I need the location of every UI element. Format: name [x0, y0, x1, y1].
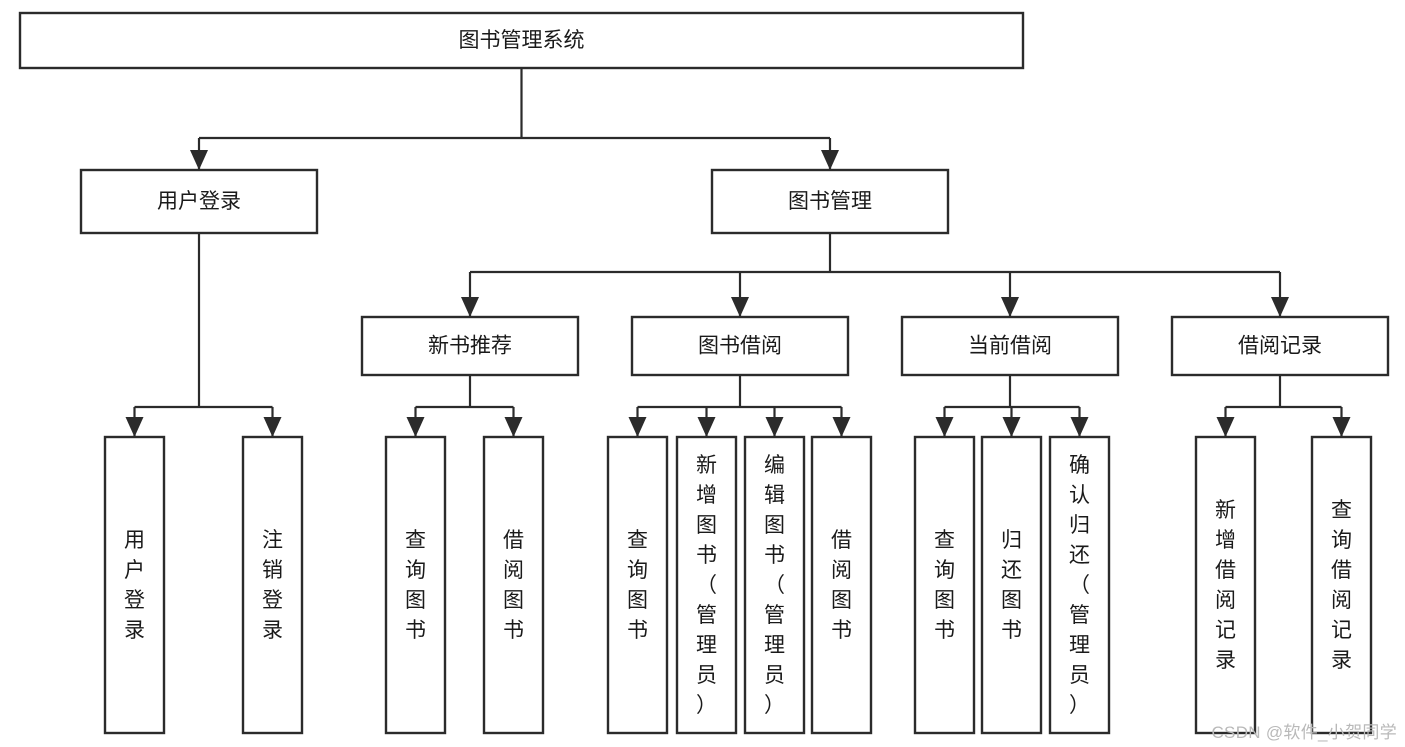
node-label: 用户登录 — [124, 529, 145, 642]
node-user-login[interactable]: 用户登录 — [79, 168, 319, 235]
node-box[interactable] — [1170, 315, 1390, 377]
arrow-head-icon — [731, 297, 749, 317]
node-box[interactable] — [1310, 435, 1373, 735]
node-label: 新增图书（管理员） — [696, 454, 717, 717]
node-leaf-confirm-return[interactable]: 确认归还（管理员） — [1048, 435, 1111, 735]
connector-layer — [125, 68, 1351, 437]
arrow-head-icon — [697, 417, 716, 437]
node-leaf-return-book[interactable]: 归还图书 — [980, 435, 1043, 735]
arrow-head-icon — [832, 417, 851, 437]
node-leaf-add-record[interactable]: 新增借阅记录 — [1194, 435, 1257, 735]
arrow-head-icon — [765, 417, 784, 437]
node-label: 查询图书 — [405, 529, 426, 642]
arrow-head-icon — [1001, 297, 1019, 317]
node-leaf-query-book-2[interactable]: 查询图书 — [606, 435, 669, 735]
node-label: 新增借阅记录 — [1215, 499, 1236, 672]
node-box[interactable] — [18, 11, 1025, 70]
arrow-head-icon — [461, 297, 479, 317]
arrow-head-icon — [935, 417, 954, 437]
node-leaf-logout[interactable]: 注销登录 — [241, 435, 304, 735]
node-leaf-user-login[interactable]: 用户登录 — [103, 435, 166, 735]
node-box[interactable] — [360, 315, 580, 377]
node-label: 当前借阅 — [968, 335, 1052, 358]
node-book-manage[interactable]: 图书管理 — [710, 168, 950, 235]
node-label: 编辑图书（管理员） — [764, 454, 785, 717]
node-leaf-query-book-3[interactable]: 查询图书 — [913, 435, 976, 735]
node-label: 注销登录 — [262, 529, 283, 642]
node-label: 借阅图书 — [831, 529, 852, 642]
node-box[interactable] — [241, 435, 304, 735]
node-box[interactable] — [980, 435, 1043, 735]
node-leaf-borrow-book-2[interactable]: 借阅图书 — [810, 435, 873, 735]
arrow-head-icon — [1271, 297, 1289, 317]
node-box[interactable] — [79, 168, 319, 235]
arrow-head-icon — [1216, 417, 1235, 437]
node-leaf-add-book[interactable]: 新增图书（管理员） — [675, 435, 738, 735]
node-box[interactable] — [810, 435, 873, 735]
node-box[interactable] — [630, 315, 850, 377]
node-layer: 图书管理系统用户登录图书管理新书推荐图书借阅当前借阅借阅记录用户登录注销登录查询… — [18, 11, 1390, 735]
node-label: 查询图书 — [934, 529, 955, 642]
arrow-head-icon — [504, 417, 523, 437]
node-label: 借阅图书 — [503, 529, 524, 642]
arrow-head-icon — [1070, 417, 1089, 437]
node-box[interactable] — [913, 435, 976, 735]
node-box[interactable] — [1194, 435, 1257, 735]
node-label: 借阅记录 — [1238, 335, 1322, 358]
node-label: 图书借阅 — [698, 335, 782, 358]
node-leaf-query-record[interactable]: 查询借阅记录 — [1310, 435, 1373, 735]
node-box[interactable] — [103, 435, 166, 735]
node-borrow-record[interactable]: 借阅记录 — [1170, 315, 1390, 377]
node-label: 归还图书 — [1001, 529, 1022, 642]
arrow-head-icon — [1332, 417, 1351, 437]
arrow-head-icon — [190, 150, 208, 170]
node-box[interactable] — [384, 435, 447, 735]
arrow-head-icon — [406, 417, 425, 437]
arrow-head-icon — [821, 150, 839, 170]
node-label: 查询借阅记录 — [1331, 499, 1352, 672]
node-leaf-query-book-1[interactable]: 查询图书 — [384, 435, 447, 735]
node-label: 新书推荐 — [428, 335, 512, 358]
node-box[interactable] — [743, 435, 806, 735]
node-box[interactable] — [900, 315, 1120, 377]
node-label: 图书管理系统 — [459, 29, 585, 52]
node-box[interactable] — [675, 435, 738, 735]
node-box[interactable] — [482, 435, 545, 735]
arrow-head-icon — [125, 417, 144, 437]
node-label: 查询图书 — [627, 529, 648, 642]
node-label: 确认归还（管理员） — [1069, 454, 1090, 717]
node-book-borrow[interactable]: 图书借阅 — [630, 315, 850, 377]
node-box[interactable] — [710, 168, 950, 235]
node-leaf-edit-book[interactable]: 编辑图书（管理员） — [743, 435, 806, 735]
node-leaf-borrow-book-1[interactable]: 借阅图书 — [482, 435, 545, 735]
node-current-borrow[interactable]: 当前借阅 — [900, 315, 1120, 377]
arrow-head-icon — [1002, 417, 1021, 437]
arrow-head-icon — [628, 417, 647, 437]
node-label: 用户登录 — [157, 190, 241, 213]
node-box[interactable] — [606, 435, 669, 735]
node-box[interactable] — [1048, 435, 1111, 735]
node-label: 图书管理 — [788, 190, 872, 213]
arrow-head-icon — [263, 417, 282, 437]
node-root[interactable]: 图书管理系统 — [18, 11, 1025, 70]
node-new-book-rec[interactable]: 新书推荐 — [360, 315, 580, 377]
